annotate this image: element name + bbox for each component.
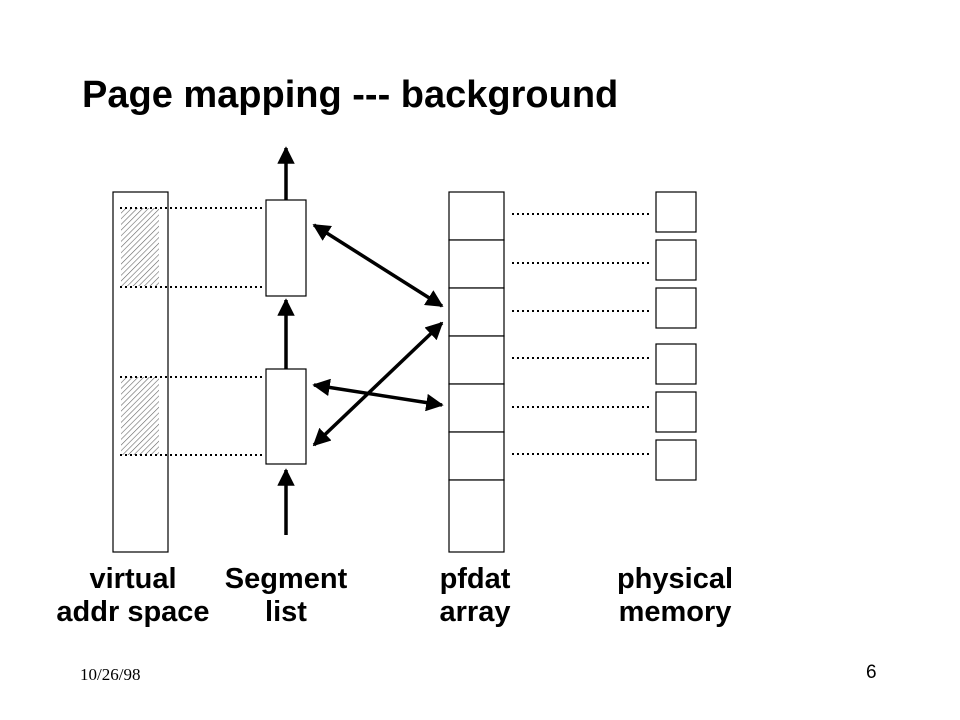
- physical-frame: [655, 439, 697, 481]
- physical-label-line-1: physical: [616, 563, 734, 595]
- virtual-label-line-2: addr space: [56, 596, 210, 628]
- pfdat-entry: [448, 383, 505, 433]
- physical-label-line-2: memory: [618, 596, 732, 628]
- physical-frame: [655, 239, 697, 281]
- physical-frame: [655, 287, 697, 329]
- pfdat-entry: [448, 431, 505, 481]
- physical-memory: [655, 191, 697, 481]
- pfdat-to-physical-guides: [512, 213, 652, 455]
- virtual-label-line-1: virtual: [89, 563, 177, 595]
- physical-memory-label: physical memory: [595, 563, 755, 629]
- pfdat-entry: [448, 287, 505, 337]
- segment-box-1: [265, 199, 307, 297]
- segment-pfdat-arrows: [312, 223, 444, 447]
- pfdat-entry: [448, 479, 505, 553]
- segment-list-label: Segment list: [210, 563, 362, 629]
- segment-label-line-1: Segment: [224, 563, 348, 595]
- virtual-to-segment-guides: [120, 207, 262, 456]
- footer-date: 10/26/98: [80, 665, 141, 684]
- pfdat-entry: [448, 191, 505, 241]
- pfdat-array-label: pfdat array: [410, 563, 540, 629]
- virtual-mapped-region-2: [121, 377, 159, 455]
- physical-frame: [655, 343, 697, 385]
- pfdat-entry: [448, 335, 505, 385]
- page-number: 6: [866, 662, 877, 683]
- pfdat-label-line-1: pfdat: [439, 563, 511, 595]
- virtual-addr-space-label: virtual addr space: [48, 563, 218, 629]
- pfdat-array: [448, 191, 505, 553]
- pfdat-entry: [448, 239, 505, 289]
- virtual-mapped-region-1: [121, 208, 159, 286]
- segment-box-2: [265, 368, 307, 465]
- pfdat-label-line-2: array: [439, 596, 511, 628]
- slide-title: Page mapping --- background: [82, 74, 619, 116]
- physical-frame: [655, 191, 697, 233]
- segment-label-line-2: list: [265, 596, 307, 628]
- physical-frame: [655, 391, 697, 433]
